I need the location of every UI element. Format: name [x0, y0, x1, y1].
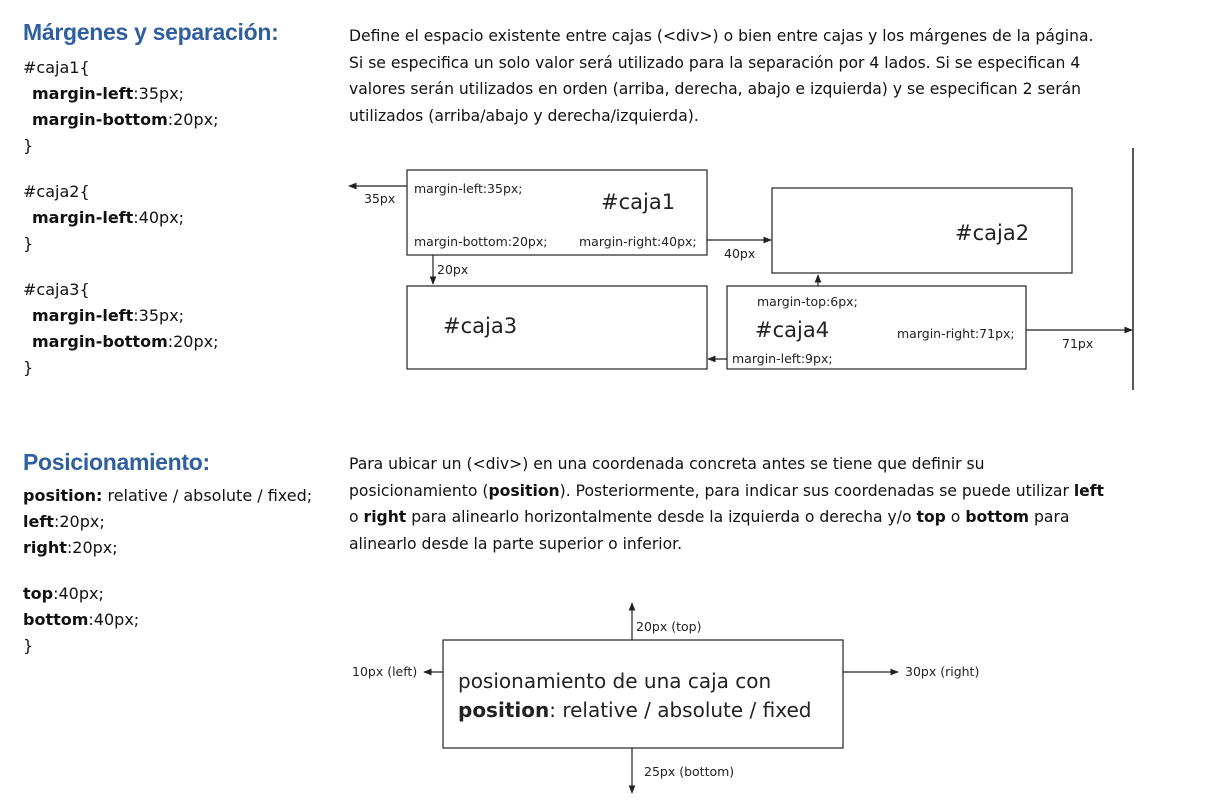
- caja4-box: [726, 285, 1027, 370]
- code-line: margin-left:40px;: [32, 208, 185, 227]
- code-line: margin-bottom:20px;: [32, 332, 219, 351]
- code-line: margin-left:35px;: [32, 84, 185, 103]
- caja1-margin-bottom-label: margin-bottom:20px;: [414, 234, 547, 249]
- code-close-brace: }: [23, 234, 34, 253]
- description-line: utilizados (arriba/abajo y derecha/izqui…: [349, 106, 699, 125]
- code-line: margin-left:35px;: [32, 306, 185, 325]
- gap-20-label: 20px: [437, 262, 468, 277]
- caja1-box: [406, 169, 708, 256]
- caja4-margin-left-label: margin-left:9px;: [732, 351, 833, 366]
- code-selector-caja3: #caja3{: [23, 280, 90, 299]
- positioning-description: Para ubicar un (<div>) en una coordenada…: [349, 451, 1204, 557]
- gap-40-label: 40px: [724, 246, 755, 261]
- caja1-margin-left-label: margin-left:35px;: [414, 181, 523, 196]
- description-line: Define el espacio existente entre cajas …: [349, 27, 1094, 45]
- code-close-brace: }: [23, 358, 34, 377]
- code-selector-caja1: #caja1{: [23, 58, 90, 77]
- description-line: Si se especifica un solo valor será util…: [349, 53, 1081, 72]
- code-line: top:40px;: [23, 584, 104, 603]
- code-line: position: relative / absolute / fixed;: [23, 486, 313, 505]
- caja1-margin-right-label: margin-right:40px;: [579, 234, 697, 249]
- caja4-margin-top-label: margin-top:6px;: [757, 294, 858, 309]
- margins-code-block: #caja1{ margin-left:35px; margin-bottom:…: [23, 55, 219, 381]
- margins-heading: Márgenes y separación:: [23, 19, 279, 45]
- positioning-code-block: position: relative / absolute / fixed; l…: [23, 483, 312, 659]
- caja3-box: [406, 285, 708, 370]
- description-line: valores serán utilizados en orden (arrib…: [349, 80, 1082, 98]
- description-line: posicionamiento (position). Posteriormen…: [349, 481, 1104, 500]
- code-close-brace: }: [23, 636, 34, 655]
- code-line: bottom:40px;: [23, 610, 140, 629]
- caja4-label: #caja4: [755, 318, 829, 342]
- caja2-box: [771, 187, 1073, 274]
- positioning-heading: Posicionamiento:: [23, 449, 210, 475]
- left-35-label: 35px: [364, 191, 395, 206]
- description-line: alinearlo desde la parte superior o infe…: [349, 534, 683, 553]
- code-selector-caja2: #caja2{: [23, 182, 90, 201]
- description-line: Para ubicar un (<div>) en una coordenada…: [349, 455, 985, 473]
- right-71-label: 71px: [1062, 336, 1093, 351]
- code-close-brace: }: [23, 136, 34, 155]
- margins-description: Define el espacio existente entre cajas …: [349, 23, 1199, 129]
- code-line: right:20px;: [23, 538, 118, 557]
- caja2-label: #caja2: [955, 221, 1029, 245]
- description-line: o right para alinearlo horizontalmente d…: [349, 508, 1070, 526]
- caja4-margin-right-label: margin-right:71px;: [897, 326, 1015, 341]
- code-line: left:20px;: [23, 512, 105, 531]
- caja1-label: #caja1: [601, 190, 675, 214]
- code-line: margin-bottom:20px;: [32, 110, 219, 129]
- caja3-label: #caja3: [443, 314, 517, 338]
